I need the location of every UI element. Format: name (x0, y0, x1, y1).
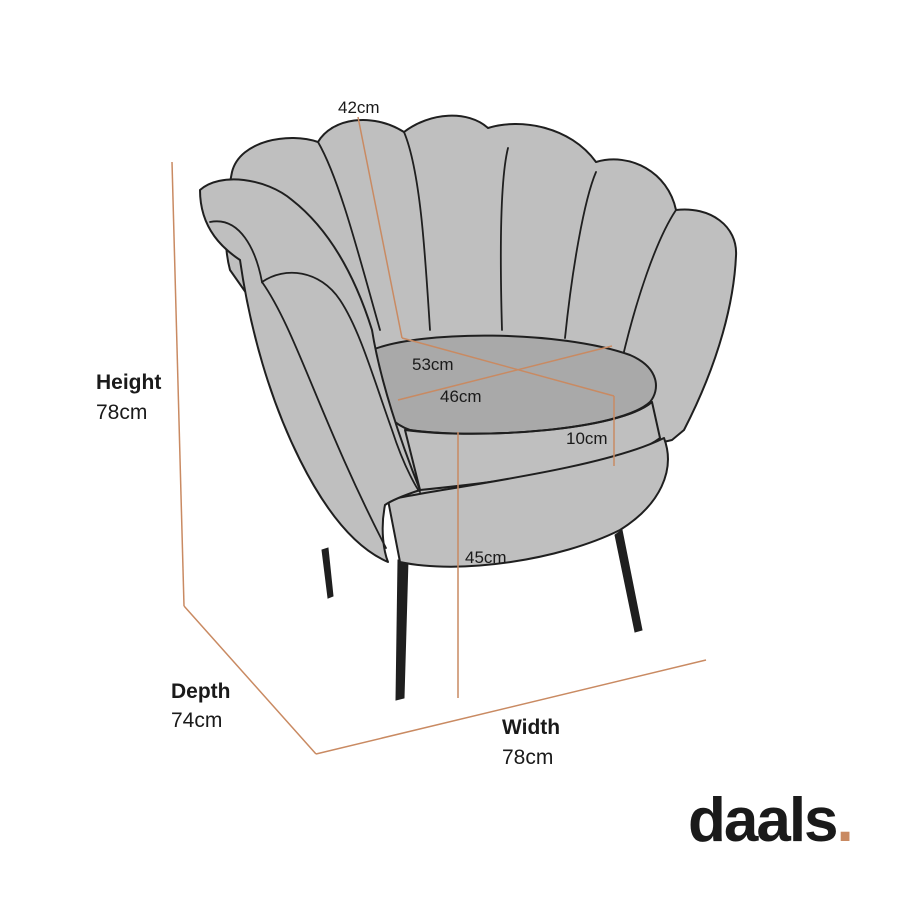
chair-left-arm (199, 178, 421, 563)
width-label: Width (502, 716, 561, 739)
back-height-line (357, 116, 403, 339)
measurement-lines (171, 116, 707, 755)
seat-width-value: 46cm (440, 387, 482, 406)
arm-outer-seam (261, 281, 387, 549)
arm-inner-seam (209, 220, 421, 493)
chair-leg-right (614, 529, 643, 633)
width-value: 78cm (502, 746, 554, 769)
seat-width-line (397, 345, 613, 401)
seat-height-value: 45cm (465, 548, 507, 567)
height-line (171, 161, 185, 607)
seat-depth-line (401, 337, 615, 397)
back-seam-4 (564, 171, 597, 339)
back-seam-1 (317, 141, 381, 331)
height-value: 78cm (96, 401, 148, 424)
depth-line (183, 605, 317, 755)
chair-leg-back-left (321, 547, 334, 599)
chair-leg-front-left (395, 559, 409, 701)
seat-depth-value: 53cm (412, 355, 454, 374)
brand-name: daals (688, 786, 839, 855)
back-seam-2 (403, 131, 431, 331)
back-height-value: 42cm (338, 98, 380, 117)
depth-value: 74cm (171, 709, 223, 732)
seat-piping (409, 401, 653, 435)
width-line (315, 659, 707, 755)
back-seam-5 (621, 209, 677, 361)
height-label: Height (96, 371, 162, 394)
depth-label: Depth (171, 680, 231, 703)
back-seam-3 (499, 147, 509, 331)
cushion-value: 10cm (566, 429, 608, 448)
brand-logo: daals. (688, 790, 854, 852)
chair-drawing (199, 114, 738, 701)
brand-dot: . (836, 786, 854, 855)
